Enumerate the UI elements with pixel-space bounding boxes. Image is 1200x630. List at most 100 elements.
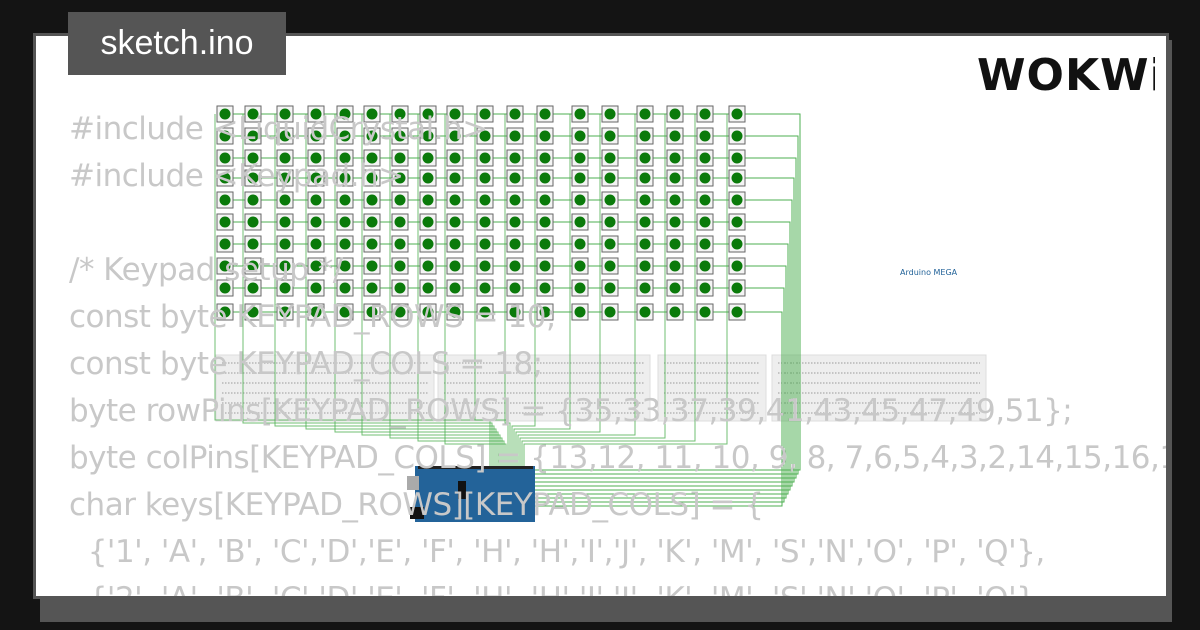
pushbutton-cap bbox=[509, 172, 521, 184]
pushbutton-cap bbox=[699, 130, 711, 142]
wokwi-logo: WOKWi bbox=[977, 50, 1155, 99]
breadboard bbox=[437, 354, 651, 422]
pushbutton-cap bbox=[669, 216, 681, 228]
usb-port bbox=[407, 476, 419, 490]
pushbutton-cap bbox=[699, 238, 711, 250]
pushbutton-cap bbox=[699, 216, 711, 228]
pushbutton-cap bbox=[509, 282, 521, 294]
pushbutton-cap bbox=[394, 216, 406, 228]
pushbutton-cap bbox=[479, 238, 491, 250]
code-line: const byte KEYPAD_ROWS = 10; bbox=[69, 299, 556, 335]
code-line: /* Keypad setup */ bbox=[69, 252, 343, 288]
pushbutton-cap bbox=[479, 260, 491, 272]
column-wire bbox=[517, 114, 636, 466]
pushbutton-cap bbox=[366, 130, 378, 142]
pushbutton-cap bbox=[310, 152, 322, 164]
pushbutton-cap bbox=[310, 108, 322, 120]
arduino-mega bbox=[415, 466, 535, 522]
column-wire bbox=[444, 114, 507, 466]
pushbutton-cap bbox=[574, 172, 586, 184]
pushbutton-cap bbox=[219, 108, 231, 120]
column-wire bbox=[521, 114, 696, 466]
pushbutton-cap bbox=[604, 172, 616, 184]
column-wire bbox=[274, 114, 495, 466]
header-pins bbox=[418, 466, 533, 469]
pushbutton-cap bbox=[310, 172, 322, 184]
pushbutton-cap bbox=[422, 216, 434, 228]
pushbutton-cap bbox=[219, 172, 231, 184]
pushbutton-cap bbox=[422, 282, 434, 294]
pushbutton-cap bbox=[669, 260, 681, 272]
pushbutton-cap bbox=[574, 238, 586, 250]
pushbutton-cap bbox=[394, 194, 406, 206]
pushbutton-cap bbox=[449, 282, 461, 294]
column-wire bbox=[474, 114, 509, 466]
pushbutton-cap bbox=[669, 306, 681, 318]
pushbutton-cap bbox=[639, 238, 651, 250]
pushbutton-cap bbox=[394, 172, 406, 184]
pushbutton-cap bbox=[731, 172, 743, 184]
pushbutton-cap bbox=[539, 260, 551, 272]
pushbutton-cap bbox=[669, 172, 681, 184]
code-line: char keys[KEYPAD_ROWS][KEYPAD_COLS] = { bbox=[69, 487, 764, 523]
pushbutton-cap bbox=[247, 194, 259, 206]
pushbutton-cap bbox=[247, 216, 259, 228]
pushbutton-cap bbox=[539, 172, 551, 184]
pushbutton-cap bbox=[731, 216, 743, 228]
pushbutton-cap bbox=[339, 282, 351, 294]
pushbutton-cap bbox=[394, 238, 406, 250]
pushbutton-cap bbox=[279, 130, 291, 142]
column-wire bbox=[214, 114, 491, 466]
pushbutton-cap bbox=[479, 172, 491, 184]
pushbutton-cap bbox=[699, 152, 711, 164]
power-jack bbox=[410, 507, 424, 519]
column-wire bbox=[334, 114, 499, 466]
pushbutton-cap bbox=[639, 172, 651, 184]
pushbutton-cap bbox=[279, 216, 291, 228]
pushbutton-cap bbox=[639, 216, 651, 228]
pushbutton-cap bbox=[479, 152, 491, 164]
pushbutton-cap bbox=[604, 260, 616, 272]
pushbutton-cap bbox=[247, 172, 259, 184]
pushbutton-cap bbox=[339, 194, 351, 206]
pushbutton-cap bbox=[639, 152, 651, 164]
code-line bbox=[69, 200, 1166, 247]
pushbutton-cap bbox=[394, 282, 406, 294]
pushbutton-cap bbox=[219, 152, 231, 164]
pushbutton-cap bbox=[604, 238, 616, 250]
pushbutton-cap bbox=[604, 152, 616, 164]
pushbutton-cap bbox=[731, 238, 743, 250]
pushbutton-cap bbox=[669, 282, 681, 294]
column-wire bbox=[305, 114, 497, 466]
pushbutton-cap bbox=[279, 108, 291, 120]
column-wire bbox=[515, 114, 601, 466]
pushbutton-cap bbox=[366, 216, 378, 228]
pushbutton-cap bbox=[339, 152, 351, 164]
pushbutton-cap bbox=[394, 108, 406, 120]
pushbutton-cap bbox=[449, 216, 461, 228]
pushbutton-cap bbox=[699, 172, 711, 184]
pushbutton-cap bbox=[247, 238, 259, 250]
pushbutton-cap bbox=[509, 260, 521, 272]
pushbutton-cap bbox=[219, 130, 231, 142]
pushbutton-cap bbox=[247, 282, 259, 294]
pushbutton-cap bbox=[604, 130, 616, 142]
pushbutton-cap bbox=[366, 282, 378, 294]
pushbutton-cap bbox=[339, 260, 351, 272]
pushbutton-cap bbox=[639, 260, 651, 272]
pushbutton-cap bbox=[310, 238, 322, 250]
pushbutton-cap bbox=[279, 306, 291, 318]
row-wire bbox=[225, 311, 783, 507]
pushbutton-cap bbox=[449, 152, 461, 164]
pushbutton-cap bbox=[310, 282, 322, 294]
code-background: #include <LiquidCrystal.h>#include <Keyp… bbox=[69, 106, 1166, 596]
pushbutton-cap bbox=[339, 238, 351, 250]
column-wire bbox=[389, 114, 503, 466]
pushbutton-cap bbox=[699, 282, 711, 294]
code-line: {'1', 'A', 'B', 'C','D','E', 'F', 'H', '… bbox=[69, 534, 1045, 570]
pushbutton-cap bbox=[219, 216, 231, 228]
pushbutton-cap bbox=[422, 238, 434, 250]
pushbutton-cap bbox=[699, 306, 711, 318]
pushbutton-cap bbox=[699, 260, 711, 272]
code-line: const byte KEYPAD_COLS = 18; bbox=[69, 346, 543, 382]
